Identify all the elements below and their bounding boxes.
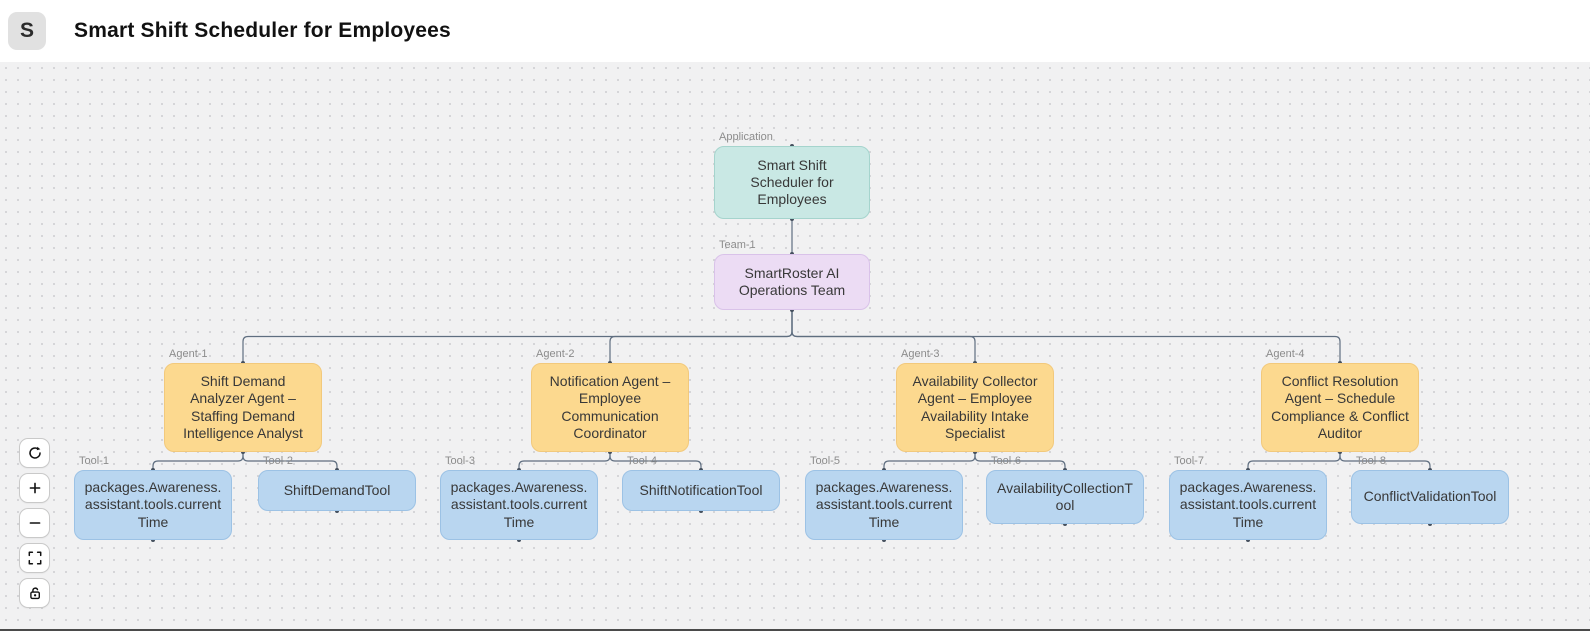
- lock-button[interactable]: [19, 578, 50, 608]
- node-tool-3[interactable]: packages.Awareness.assistant.tools.curre…: [440, 470, 598, 540]
- edge-agent-1-to-tool-1: [152, 452, 244, 470]
- node-label: Notification Agent – Employee Communicat…: [549, 373, 671, 441]
- node-type-badge: Tool-5: [810, 455, 840, 467]
- node-label: Conflict Resolution Agent – Schedule Com…: [1271, 373, 1409, 441]
- node-label: ShiftNotificationTool: [639, 481, 763, 498]
- node-agent-2[interactable]: Notification Agent – Employee Communicat…: [531, 363, 689, 452]
- node-type-badge: Tool-6: [991, 455, 1021, 467]
- minus-icon: [29, 522, 40, 524]
- zoom-in-button[interactable]: [19, 473, 50, 503]
- lock-icon: [29, 587, 40, 600]
- node-type-badge: Tool-4: [627, 455, 657, 467]
- page-title: Smart Shift Scheduler for Employees: [74, 19, 451, 42]
- node-tool-4[interactable]: ShiftNotificationTool: [622, 470, 780, 511]
- flow-controls: [19, 438, 50, 608]
- node-agent-3[interactable]: Availability Collector Agent – Employee …: [896, 363, 1054, 452]
- refresh-button[interactable]: [19, 438, 50, 468]
- fit-view-icon: [28, 551, 41, 565]
- node-tool-6[interactable]: AvailabilityCollectionTool: [986, 470, 1144, 524]
- flow-canvas[interactable]: Smart Shift Scheduler for Employees Appli…: [0, 62, 1590, 631]
- node-type-badge: Tool-7: [1174, 455, 1204, 467]
- node-application[interactable]: Smart Shift Scheduler for Employees: [714, 146, 870, 219]
- plus-icon: [29, 482, 40, 494]
- zoom-out-button[interactable]: [19, 508, 50, 538]
- refresh-icon: [28, 446, 41, 459]
- node-type-badge: Team-1: [719, 239, 756, 251]
- node-type-badge: Agent-2: [536, 348, 575, 360]
- fit-view-button[interactable]: [19, 543, 50, 573]
- node-label: Availability Collector Agent – Employee …: [912, 373, 1038, 441]
- node-agent-4[interactable]: Conflict Resolution Agent – Schedule Com…: [1261, 363, 1419, 452]
- node-type-badge: Agent-4: [1266, 348, 1305, 360]
- node-label: AvailabilityCollectionTool: [997, 479, 1133, 513]
- node-label: ShiftDemandTool: [283, 481, 391, 498]
- app-header: S Smart Shift Scheduler for Employees: [0, 0, 1590, 62]
- node-label: packages.Awareness.assistant.tools.curre…: [1179, 479, 1317, 530]
- node-type-badge: Tool-3: [445, 455, 475, 467]
- edge-agent-3-to-tool-5: [883, 452, 976, 470]
- node-agent-1[interactable]: Shift Demand Analyzer Agent – Staffing D…: [164, 363, 322, 452]
- edge-agent-4-to-tool-7: [1247, 452, 1341, 470]
- node-tool-8[interactable]: ConflictValidationTool: [1351, 470, 1509, 524]
- node-type-badge: Application: [719, 131, 773, 143]
- node-type-badge: Tool-8: [1356, 455, 1386, 467]
- node-type-badge: Tool-1: [79, 455, 109, 467]
- node-team-1[interactable]: SmartRoster AI Operations Team: [714, 254, 870, 310]
- node-type-badge: Tool-2: [263, 455, 293, 467]
- edge-team-1-to-agent-4: [791, 310, 1341, 363]
- node-label: packages.Awareness.assistant.tools.curre…: [450, 479, 588, 530]
- edge-agent-2-to-tool-3: [518, 452, 611, 470]
- node-label: Smart Shift Scheduler for Employees: [750, 156, 834, 208]
- node-tool-5[interactable]: packages.Awareness.assistant.tools.curre…: [805, 470, 963, 540]
- node-label: Shift Demand Analyzer Agent – Staffing D…: [183, 373, 303, 441]
- node-tool-2[interactable]: ShiftDemandTool: [258, 470, 416, 511]
- edge-team-1-to-agent-1: [242, 310, 793, 363]
- node-label: packages.Awareness.assistant.tools.curre…: [815, 479, 953, 530]
- edge-team-1-to-agent-3: [791, 310, 976, 363]
- node-type-badge: Agent-3: [901, 348, 940, 360]
- node-type-badge: Agent-1: [169, 348, 208, 360]
- node-tool-7[interactable]: packages.Awareness.assistant.tools.curre…: [1169, 470, 1327, 540]
- edge-team-1-to-agent-2: [609, 310, 793, 363]
- node-label: SmartRoster AI Operations Team: [738, 264, 846, 298]
- node-label: packages.Awareness.assistant.tools.curre…: [84, 479, 222, 530]
- node-tool-1[interactable]: packages.Awareness.assistant.tools.curre…: [74, 470, 232, 540]
- node-label: ConflictValidationTool: [1363, 488, 1497, 505]
- app-logo: S: [8, 12, 46, 50]
